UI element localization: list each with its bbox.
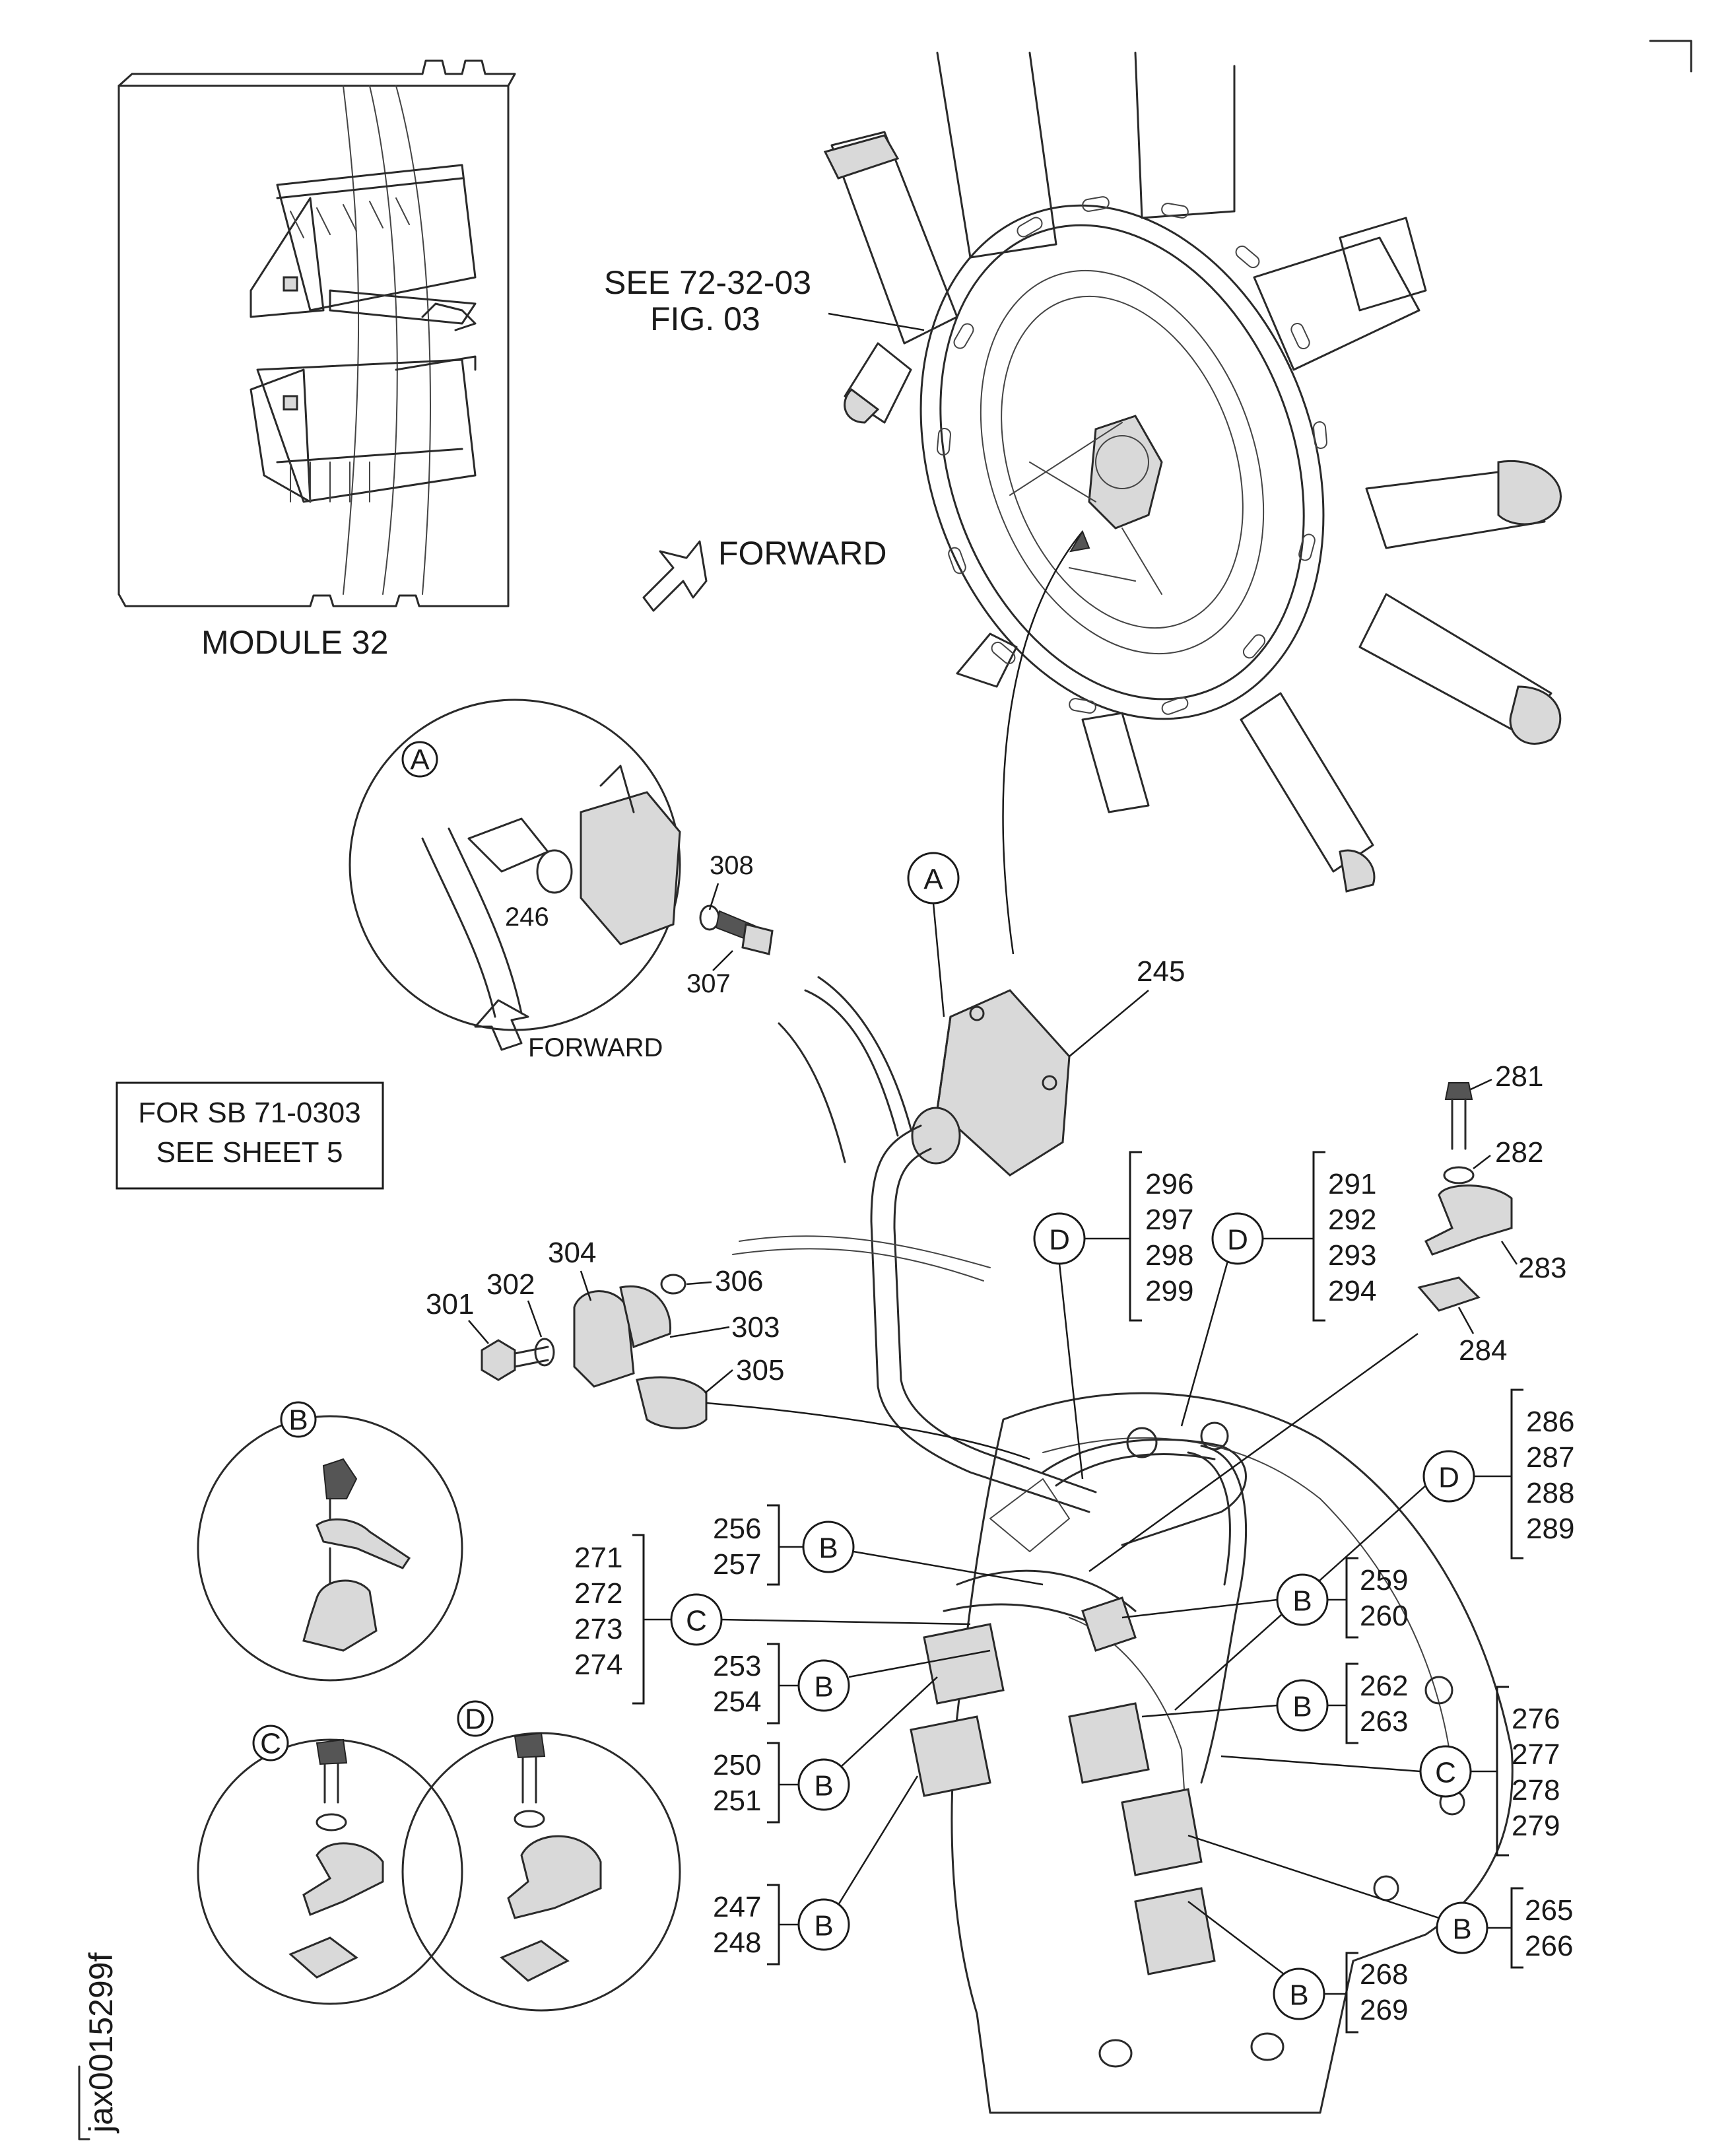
- part-262: 262: [1360, 1670, 1408, 1702]
- part-274: 274: [574, 1649, 622, 1681]
- callout-detail-d-2-label: D: [1227, 1224, 1248, 1256]
- callout-detail-a-small-label: A: [410, 744, 430, 776]
- part-266: 266: [1525, 1930, 1573, 1962]
- part-294: 294: [1328, 1275, 1376, 1307]
- part-279: 279: [1512, 1810, 1560, 1842]
- callout-detail-c-view: [252, 1725, 289, 1762]
- detail-a-drawing: [421, 765, 774, 1051]
- sb-note-line1: FOR SB 71-0303: [138, 1097, 361, 1129]
- callout-detail-b-8-label: B: [1289, 1979, 1308, 2012]
- part-253: 253: [713, 1650, 761, 1682]
- forward-label-detail: FORWARD: [528, 1033, 663, 1062]
- callout-detail-b-2-label: B: [814, 1671, 833, 1703]
- part-260: 260: [1360, 1600, 1408, 1632]
- part-269: 269: [1360, 1994, 1408, 2026]
- detail-b-view: [197, 1415, 463, 1682]
- part-246: 246: [505, 903, 549, 932]
- detail-c-drawing: [288, 1738, 384, 1979]
- detail-d-drawing: [500, 1732, 602, 1982]
- callout-detail-b-5-label: B: [1292, 1585, 1312, 1618]
- corner-mark: [1649, 40, 1692, 73]
- part-283: 283: [1518, 1252, 1566, 1284]
- part-256: 256: [713, 1513, 761, 1545]
- clamp-301-306-drawing: [481, 1274, 708, 1429]
- part-287: 287: [1526, 1441, 1574, 1474]
- callout-detail-b-view: [280, 1401, 317, 1438]
- part-276: 276: [1512, 1703, 1560, 1735]
- part-293: 293: [1328, 1239, 1376, 1272]
- detail-b-drawing: [302, 1458, 411, 1652]
- image-id: jax0015299f: [83, 1952, 119, 2134]
- part-291: 291: [1328, 1168, 1376, 1200]
- callout-detail-a-label: A: [923, 864, 943, 896]
- part-250: 250: [713, 1749, 761, 1781]
- part-286: 286: [1526, 1406, 1574, 1438]
- bracket-245-drawing: [732, 976, 1097, 1513]
- callout-detail-c-view-label: C: [260, 1728, 281, 1760]
- part-278: 278: [1512, 1774, 1560, 1806]
- part-254: 254: [713, 1686, 761, 1718]
- part-297: 297: [1145, 1204, 1193, 1236]
- part-281: 281: [1495, 1060, 1543, 1093]
- sb-note-line2: SEE SHEET 5: [156, 1136, 343, 1169]
- part-248: 248: [713, 1927, 761, 1959]
- callout-detail-d-1-label: D: [1049, 1224, 1070, 1256]
- part-245: 245: [1137, 955, 1185, 988]
- callout-detail-b-7-label: B: [1452, 1913, 1471, 1946]
- sheet-reference: SEE 72-32-03: [604, 264, 811, 301]
- callout-detail-b-4-label: B: [814, 1910, 833, 1942]
- part-263: 263: [1360, 1705, 1408, 1738]
- part-259: 259: [1360, 1564, 1408, 1596]
- part-308: 308: [710, 851, 754, 880]
- part-301: 301: [426, 1288, 474, 1320]
- sheet-figure: FIG. 03: [650, 300, 760, 337]
- callout-detail-d-3-label: D: [1438, 1462, 1459, 1494]
- callout-detail-a-small: [401, 741, 438, 778]
- part-302: 302: [486, 1268, 535, 1301]
- sb-note-box: [116, 1081, 384, 1190]
- part-247: 247: [713, 1891, 761, 1923]
- part-271: 271: [574, 1542, 622, 1574]
- part-288: 288: [1526, 1477, 1574, 1509]
- callout-detail-b-1-label: B: [818, 1532, 838, 1565]
- part-251: 251: [713, 1785, 761, 1817]
- part-282: 282: [1495, 1136, 1543, 1169]
- part-304: 304: [548, 1237, 596, 1269]
- turbine-frame-view: [823, 51, 1562, 893]
- callout-detail-c-1-label: C: [686, 1605, 707, 1637]
- forward-arrow-icon: [642, 540, 708, 612]
- callout-detail-c-2-label: C: [1435, 1757, 1456, 1789]
- part-268: 268: [1360, 1958, 1408, 1991]
- part-299: 299: [1145, 1275, 1193, 1307]
- part-306: 306: [715, 1265, 763, 1297]
- callout-detail-b-3-label: B: [814, 1770, 833, 1802]
- part-272: 272: [574, 1577, 622, 1610]
- part-307: 307: [686, 969, 731, 998]
- callout-detail-b-view-label: B: [288, 1404, 308, 1437]
- part-289: 289: [1526, 1513, 1574, 1545]
- forward-label: FORWARD: [718, 535, 887, 572]
- module-32-section-view: [117, 59, 516, 607]
- callout-detail-d-view-label: D: [465, 1703, 486, 1736]
- part-292: 292: [1328, 1204, 1376, 1236]
- part-298: 298: [1145, 1239, 1193, 1272]
- part-303: 303: [731, 1311, 780, 1344]
- callout-detail-b-6-label: B: [1292, 1691, 1312, 1723]
- part-284: 284: [1459, 1334, 1507, 1367]
- part-265: 265: [1525, 1894, 1573, 1927]
- image-id-mark: [78, 2065, 90, 2140]
- callout-detail-d-view: [457, 1700, 494, 1737]
- module-label: MODULE 32: [201, 624, 388, 661]
- casing-drawing: [910, 1392, 1514, 2114]
- part-305: 305: [736, 1354, 784, 1386]
- part-296: 296: [1145, 1168, 1193, 1200]
- clamp-281-284-drawing: [1417, 1082, 1513, 1312]
- part-273: 273: [574, 1613, 622, 1645]
- part-277: 277: [1512, 1738, 1560, 1771]
- part-257: 257: [713, 1548, 761, 1581]
- detail-c-view: [197, 1738, 463, 2005]
